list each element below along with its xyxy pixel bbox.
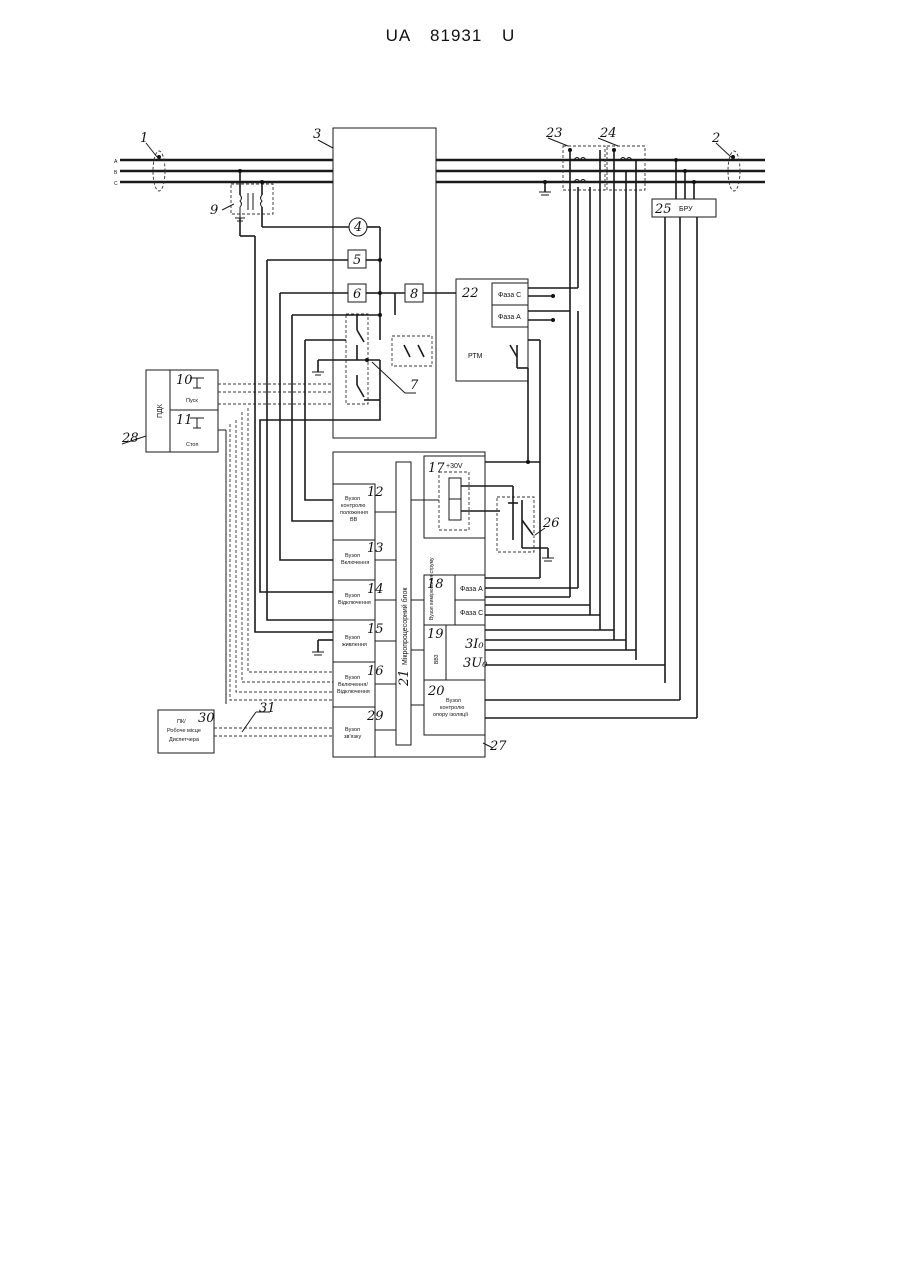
block-20-line-2: контролю <box>440 705 464 711</box>
label-20: 20 <box>427 684 445 699</box>
v30-label: +30V <box>446 463 463 470</box>
bru-label: БРУ <box>679 206 693 213</box>
pc-line-2: Робоче місце <box>167 728 201 734</box>
block-14-line-2: Відключення <box>338 600 371 606</box>
label-9: 9 <box>210 203 218 218</box>
label-26: 26 <box>542 516 560 531</box>
phase-a-label: A <box>114 159 118 165</box>
label-3: 3 <box>313 127 321 142</box>
label-28: 28 <box>121 431 139 446</box>
label-31: 31 <box>259 701 276 716</box>
label-16: 16 <box>367 664 384 679</box>
pdk-label: ПДК <box>157 403 164 418</box>
voltage-transformer-9 <box>231 184 273 214</box>
label-24: 24 <box>599 126 617 141</box>
label-21: 21 <box>397 669 412 687</box>
element-26 <box>497 497 534 552</box>
block-12-line-2: контролю <box>341 503 365 509</box>
phase-c-label: C <box>114 181 118 187</box>
block-19-3i0: 3I₀ <box>465 637 484 652</box>
block-19-3u0: 3U₀ <box>463 656 488 671</box>
block-19-label: ВВЗ <box>434 654 440 664</box>
label-29: 29 <box>366 709 384 724</box>
label-13: 13 <box>367 541 384 556</box>
block-18-label: Вузол вимірювання струму <box>429 557 435 620</box>
label-4: 4 <box>353 220 362 235</box>
pc-line-3: Диспетчера <box>169 737 200 743</box>
block-12-line-3: положення <box>340 510 368 516</box>
label-2: 2 <box>711 131 720 146</box>
switchgear-cell-3 <box>333 128 436 438</box>
label-7: 7 <box>410 378 419 393</box>
block-16-line-3: Відключення <box>337 689 370 695</box>
label-12: 12 <box>367 485 384 500</box>
block-20-line-3: опору ізоляції <box>433 712 469 718</box>
block-16-line-2: Включення/ <box>338 682 368 688</box>
label-11: 11 <box>176 413 193 428</box>
relay-22-phase-c-label: Фаза С <box>498 292 521 299</box>
mcu-label: Мікропроцесорний блок <box>401 587 409 665</box>
rtm-label: РТМ <box>468 353 483 360</box>
label-19: 19 <box>427 627 444 642</box>
label-30: 30 <box>198 711 215 726</box>
block-13-line-1: Вузол <box>345 553 360 559</box>
block-20-line-1: Вузол <box>446 698 461 704</box>
label-8: 8 <box>410 287 418 302</box>
phase-b-label: B <box>114 170 118 176</box>
label-22: 22 <box>461 286 479 301</box>
block-15-line-1: Вузол <box>345 635 360 641</box>
label-5: 5 <box>353 253 361 268</box>
block-15-line-2: живлення <box>342 642 367 648</box>
relay-22-phase-a-label: Фаза А <box>498 314 521 321</box>
block-13-line-2: Включення <box>341 560 369 566</box>
block-29-line-2: зв'язку <box>344 734 361 740</box>
block-12-line-4: ВВ <box>350 517 358 523</box>
stop-label: Стоп <box>186 442 198 448</box>
label-10: 10 <box>176 373 193 388</box>
label-15: 15 <box>367 622 384 637</box>
label-14: 14 <box>367 582 384 597</box>
block-29-line-1: Вузол <box>345 727 360 733</box>
three-phase-bus <box>120 150 765 182</box>
block-12-line-1: Вузол <box>345 496 360 502</box>
label-27: 27 <box>489 739 507 754</box>
block-16-line-1: Вузол <box>345 675 360 681</box>
pc-line-1: ПК/ <box>177 719 186 725</box>
label-25: 25 <box>654 202 672 217</box>
block-18-phase-a: Фаза А <box>460 586 483 593</box>
label-17: 17 <box>428 461 445 476</box>
block-18-phase-c: Фаза С <box>460 610 483 617</box>
label-1: 1 <box>140 131 148 146</box>
block-14-line-1: Вузол <box>345 593 360 599</box>
pusk-label: Пуск <box>186 398 198 404</box>
label-23: 23 <box>545 126 563 141</box>
label-6: 6 <box>353 287 361 302</box>
